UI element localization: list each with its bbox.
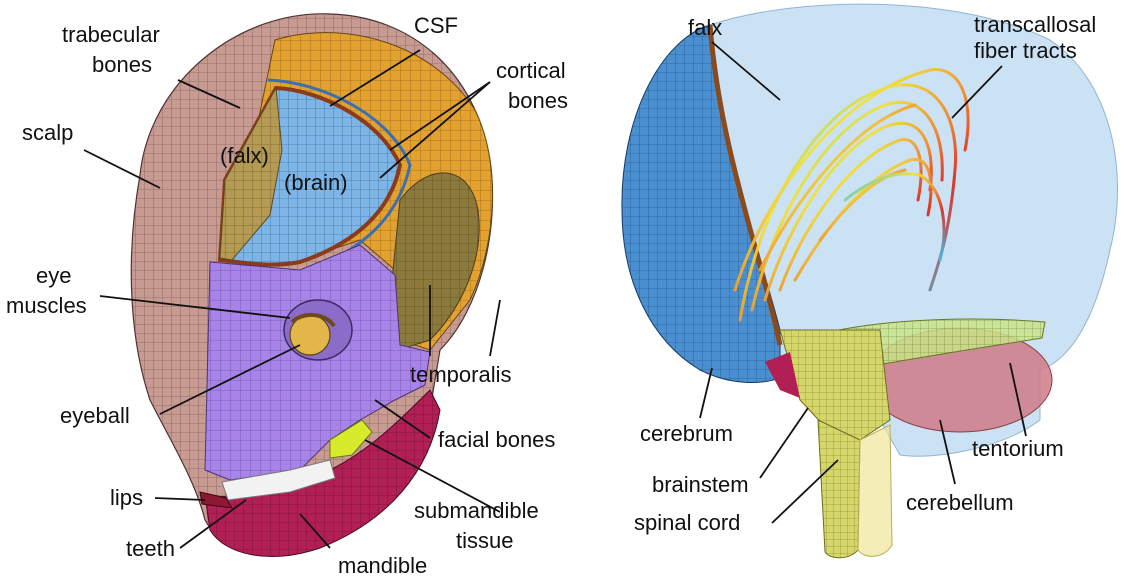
label-facial-bones: facial bones [438,427,555,452]
label-cortical-line1: cortical [496,58,566,83]
label-brain-inner: (brain) [284,170,348,195]
label-scalp: scalp [22,120,73,145]
label-brainstem: brainstem [652,472,749,497]
label-eye-muscles-line2: muscles [6,293,87,318]
label-mandible: mandible [338,553,427,578]
label-csf: CSF [414,13,458,38]
label-spinal-cord: spinal cord [634,510,740,535]
spinal-cord-region [818,420,860,558]
label-submandible-line1: submandible [414,498,539,523]
label-falx: falx [688,15,722,40]
label-cerebrum: cerebrum [640,421,733,446]
label-trabecular-line2: bones [92,52,152,77]
label-cerebellum: cerebellum [906,490,1014,515]
label-fiber-line1: transcallosal [974,12,1096,37]
label-fiber-line2: fiber tracts [974,38,1077,63]
label-eyeball: eyeball [60,403,130,428]
label-trabecular-line1: trabecular [62,22,160,47]
label-eye-muscles-line1: eye [36,263,71,288]
label-cortical-line2: bones [508,88,568,113]
temporalis-region [392,173,479,350]
label-teeth: teeth [126,536,175,561]
label-lips: lips [110,485,143,510]
spinal-cord-sheath [858,425,892,556]
head-model-illustration [131,14,492,557]
label-falx-inner: (falx) [220,143,269,168]
label-tentorium: tentorium [972,436,1064,461]
label-submandible-line2: tissue [456,528,513,553]
label-temporalis: temporalis [410,362,511,387]
